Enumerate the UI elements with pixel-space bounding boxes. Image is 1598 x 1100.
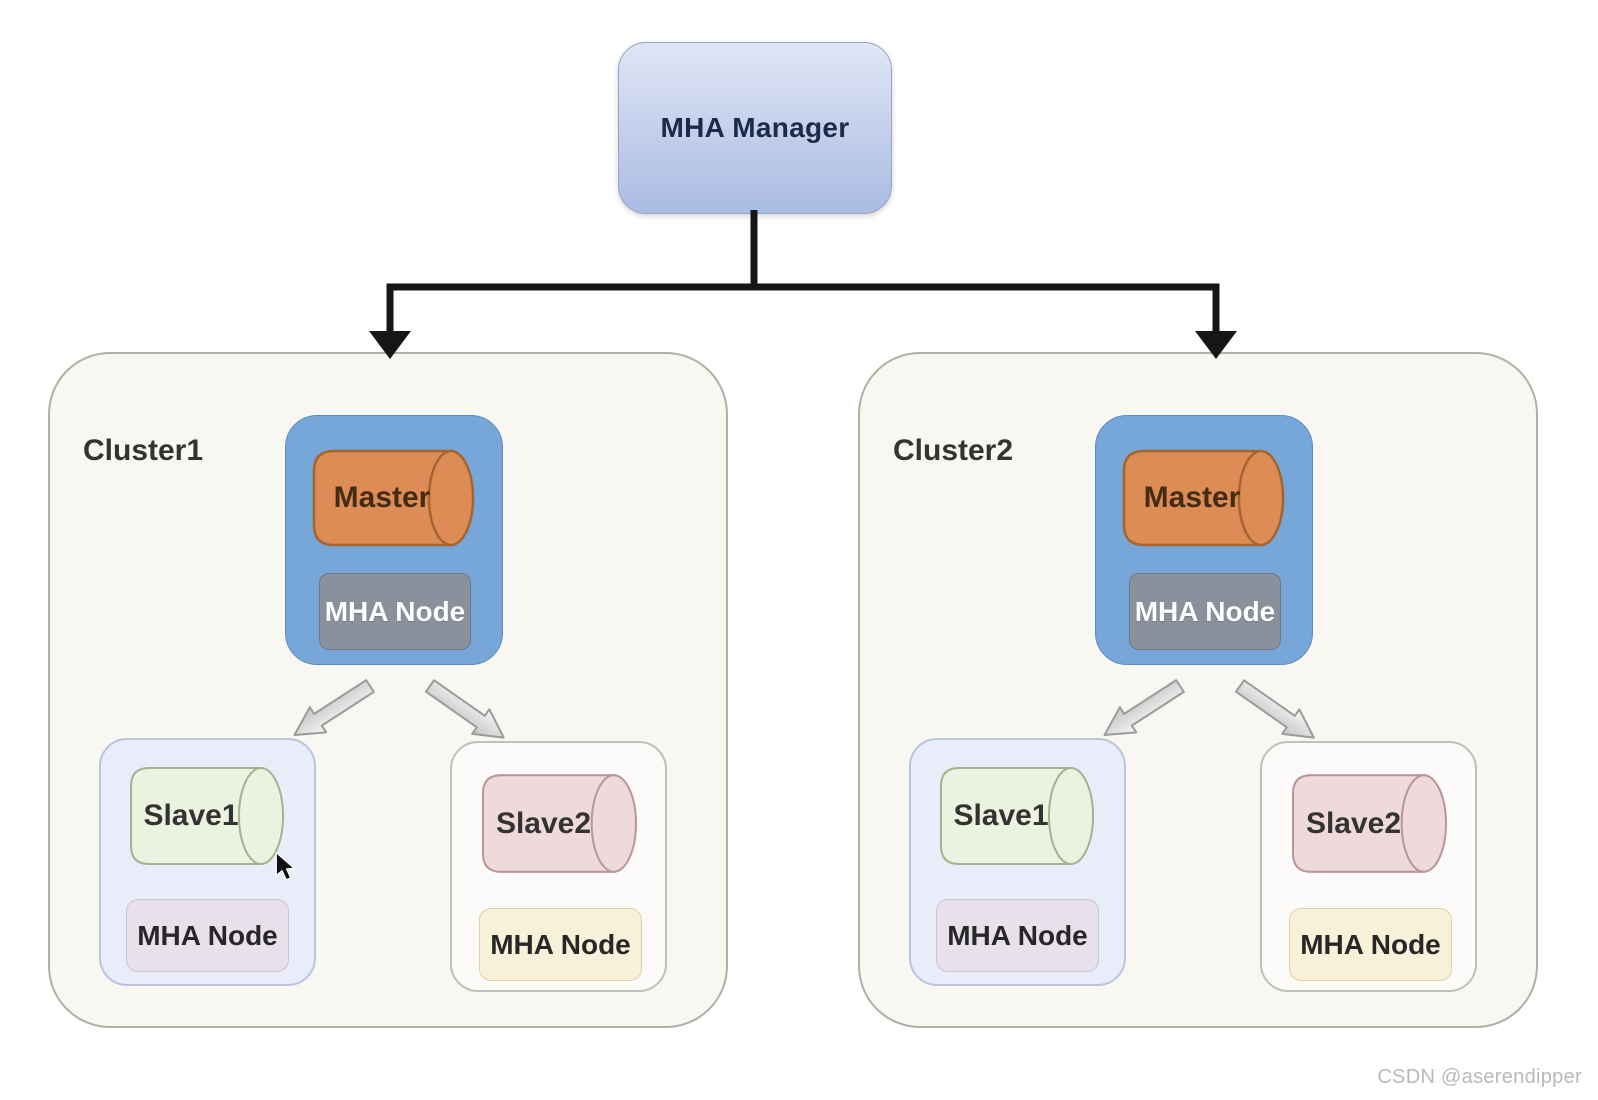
cluster2-slave1-mha-node: MHA Node [936, 899, 1099, 972]
cluster1-master-mha-node-label: MHA Node [324, 595, 466, 627]
cluster2-slave2-db: Slave2 [1291, 773, 1448, 874]
cluster1-label: Cluster1 [83, 434, 204, 467]
cluster2-master-mha-node-label: MHA Node [1134, 595, 1276, 627]
cluster1-master-mha-node: MHA Node [319, 573, 471, 650]
replication-arrows-icon [1103, 679, 1315, 739]
cluster1-slave1-mha-node: MHA Node [126, 899, 289, 972]
database-cylinder-icon [482, 774, 637, 873]
cluster1-slave1-db: Slave1 [129, 766, 285, 866]
cluster2-slave2-panel: Slave2 MHA Node [1260, 741, 1477, 992]
database-cylinder-icon [940, 767, 1094, 865]
database-cylinder-icon [130, 767, 284, 865]
cluster2-slave1-db: Slave1 [939, 766, 1095, 866]
cluster1-container: Cluster1 Master MHA Node [48, 352, 728, 1028]
database-cylinder-icon [1292, 774, 1447, 873]
cluster1-slave2-mha-node: MHA Node [479, 908, 642, 981]
database-cylinder-icon [312, 449, 475, 547]
replication-arrows-icon [293, 679, 505, 739]
cluster2-slave1-panel: Slave1 MHA Node [909, 738, 1126, 986]
cluster2-slave1-mha-node-label: MHA Node [947, 919, 1088, 951]
database-cylinder-icon [1122, 449, 1285, 547]
cluster2-slave2-mha-node: MHA Node [1289, 908, 1452, 981]
cluster1-slave1-mha-node-label: MHA Node [137, 919, 278, 951]
cluster2-container: Cluster2 Master MHA Node [858, 352, 1538, 1028]
cluster1-slave2-mha-node-label: MHA Node [490, 928, 631, 960]
csdn-watermark: CSDN @aserendipper [1377, 1066, 1582, 1088]
mha-manager-box: MHA Manager [618, 42, 892, 214]
cluster1-master-db: Master [312, 449, 476, 547]
mha-manager-label: MHA Manager [660, 112, 850, 143]
cluster2-master-mha-node: MHA Node [1129, 573, 1281, 650]
cluster2-label: Cluster2 [893, 434, 1014, 467]
cluster1-slave2-db: Slave2 [481, 773, 638, 874]
cluster2-master-group: Master MHA Node [1095, 415, 1313, 665]
cluster2-master-db: Master [1122, 449, 1286, 547]
cluster1-master-group: Master MHA Node [285, 415, 503, 665]
cluster2-slave2-mha-node-label: MHA Node [1300, 928, 1441, 960]
cluster1-slave2-panel: Slave2 MHA Node [450, 741, 667, 992]
mouse-cursor-icon [275, 852, 296, 881]
